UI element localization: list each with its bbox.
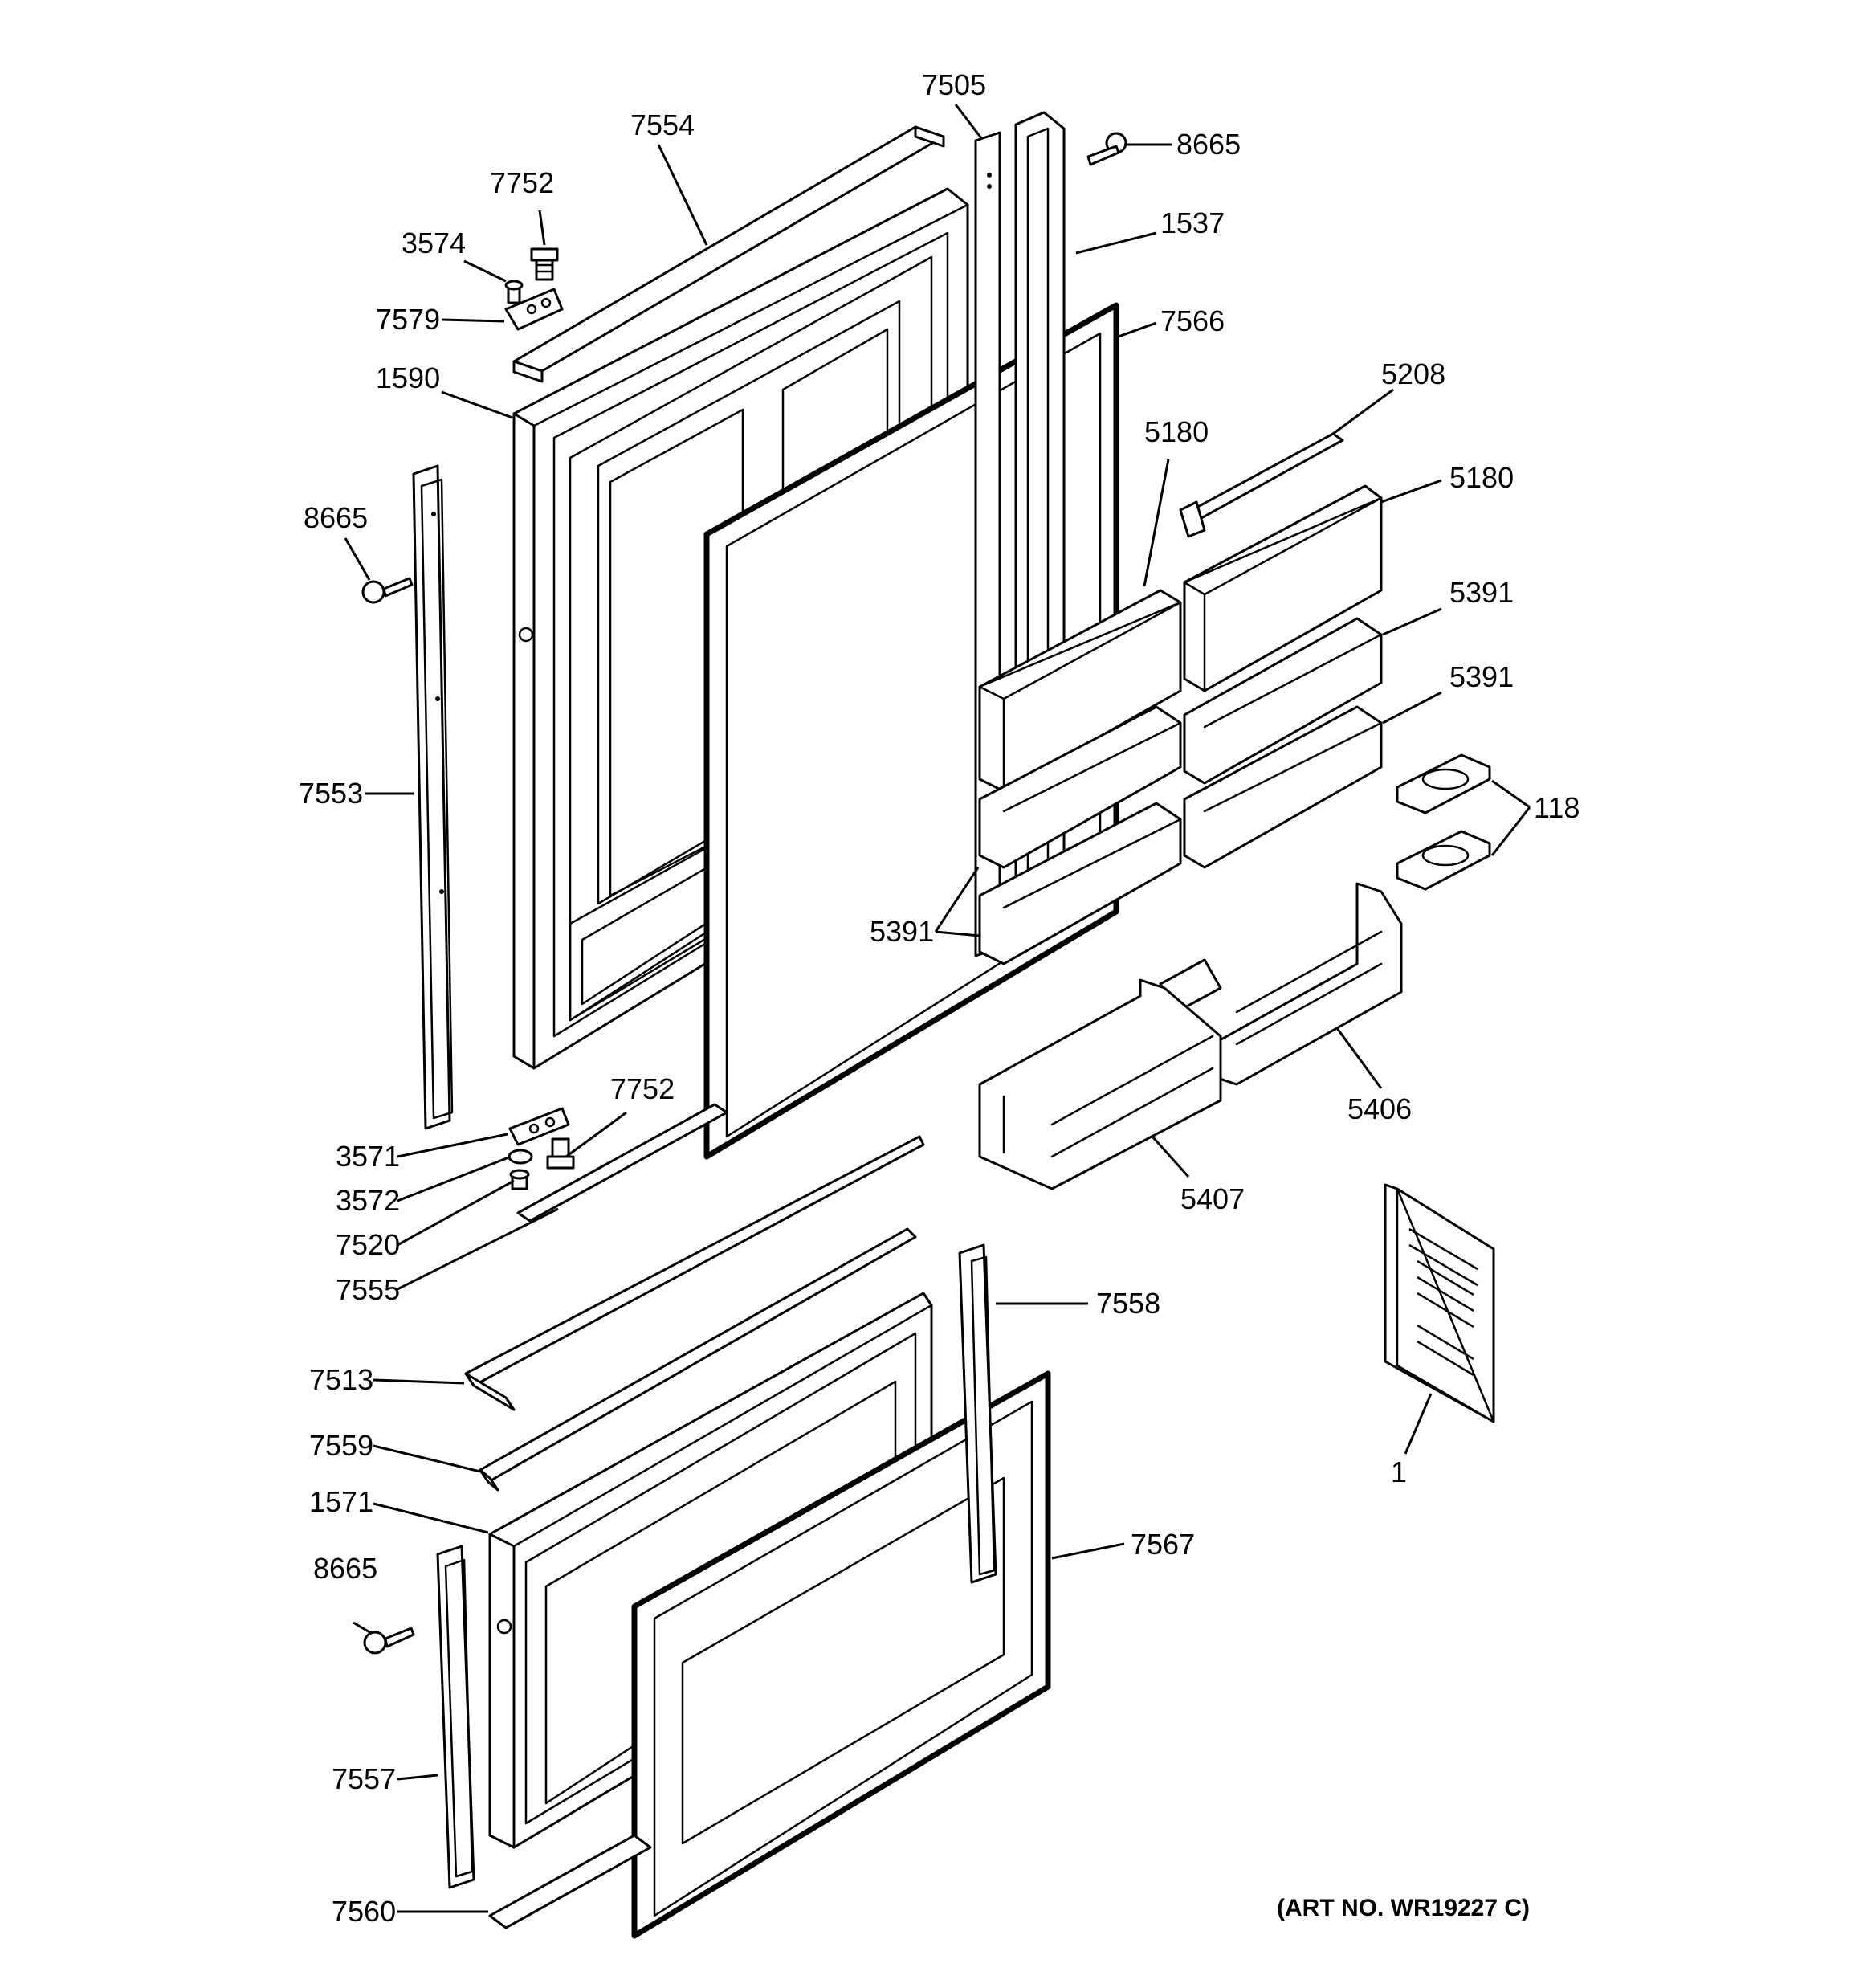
callout-7505: 7505 (922, 68, 986, 101)
part-7553-left-trim (412, 464, 454, 1130)
callout-7555: 7555 (336, 1273, 400, 1306)
part-8665-left-screw (361, 577, 414, 604)
callout-8665-top: 8665 (1176, 128, 1241, 161)
callout-7559: 7559 (309, 1429, 373, 1462)
callout-3571: 3571 (336, 1140, 400, 1173)
part-7579-upper-hinge (504, 288, 564, 331)
part-1-owner-manual (1384, 1183, 1495, 1423)
part-7560-bottom-channel (488, 1834, 652, 1929)
part-8665-top-screw (1086, 132, 1127, 166)
part-7554-top-channel (512, 125, 945, 383)
callout-7567: 7567 (1131, 1528, 1195, 1561)
part-5391-bin-c (978, 705, 1182, 869)
part-3574-pin (504, 280, 524, 304)
part-7567-lower-gasket (631, 1370, 1051, 1939)
leader-lines (344, 104, 1531, 1913)
callout-7558: 7558 (1096, 1287, 1160, 1320)
callout-7560: 7560 (332, 1895, 396, 1928)
callout-7579: 7579 (376, 303, 440, 336)
part-7752-upper-bolt (530, 247, 559, 281)
callout-5208: 5208 (1381, 357, 1445, 390)
callout-5391-c: 5391 (870, 915, 934, 948)
callout-7557: 7557 (332, 1762, 396, 1795)
part-3572-washer (508, 1149, 533, 1165)
part-7513-channel (464, 1135, 925, 1411)
callout-7566: 7566 (1160, 304, 1225, 337)
part-7559-channel (479, 1227, 917, 1492)
callout-5180-a: 5180 (1144, 415, 1209, 448)
callout-118: 118 (1534, 791, 1580, 824)
part-3571-lower-hinge (508, 1107, 570, 1146)
part-5391-bin-d (978, 802, 1182, 965)
callout-1537: 1537 (1160, 206, 1225, 239)
callout-7752-top: 7752 (490, 166, 554, 199)
callout-5391-b: 5391 (1449, 660, 1514, 693)
callout-8665-bottom: 8665 (313, 1552, 377, 1585)
callout-7520: 7520 (336, 1228, 400, 1261)
callout-7554: 7554 (630, 108, 695, 141)
part-5407-large-bin (978, 978, 1222, 1190)
callout-7513: 7513 (309, 1363, 373, 1396)
part-118-dish-bottom (1396, 830, 1491, 891)
callout-5180-b: 5180 (1449, 461, 1514, 494)
callout-labels: 7505 7554 8665 7752 3574 1537 7579 7566 … (299, 68, 1580, 1928)
callout-3574: 3574 (402, 227, 466, 259)
part-7557-left-trim (436, 1545, 475, 1889)
part-5391-bin-a (1183, 617, 1383, 785)
part-7555-mid-channel (516, 1103, 728, 1223)
part-5208-bin-rail (1179, 432, 1344, 538)
part-118-dish-top (1396, 753, 1491, 814)
part-8665-bottom-screw (363, 1627, 415, 1655)
callout-7553: 7553 (299, 777, 363, 810)
callout-1571: 1571 (309, 1485, 373, 1518)
part-5391-bin-b (1183, 705, 1383, 869)
callout-5391-a: 5391 (1449, 576, 1514, 609)
callout-3572: 3572 (336, 1184, 400, 1217)
callout-7752-mid: 7752 (610, 1072, 675, 1105)
callout-8665-left: 8665 (304, 501, 368, 534)
part-7752-mid-bolt (546, 1137, 575, 1170)
part-5180-bin-right (1183, 484, 1383, 692)
callout-5406: 5406 (1347, 1092, 1412, 1125)
part-7558-right-trim (958, 1243, 997, 1584)
part-7520-bushing (509, 1169, 530, 1190)
callout-1: 1 (1391, 1455, 1407, 1488)
callout-1590: 1590 (376, 361, 440, 394)
art-number: (ART NO. WR19227 C) (1277, 1895, 1530, 1921)
callout-5407: 5407 (1180, 1182, 1245, 1215)
